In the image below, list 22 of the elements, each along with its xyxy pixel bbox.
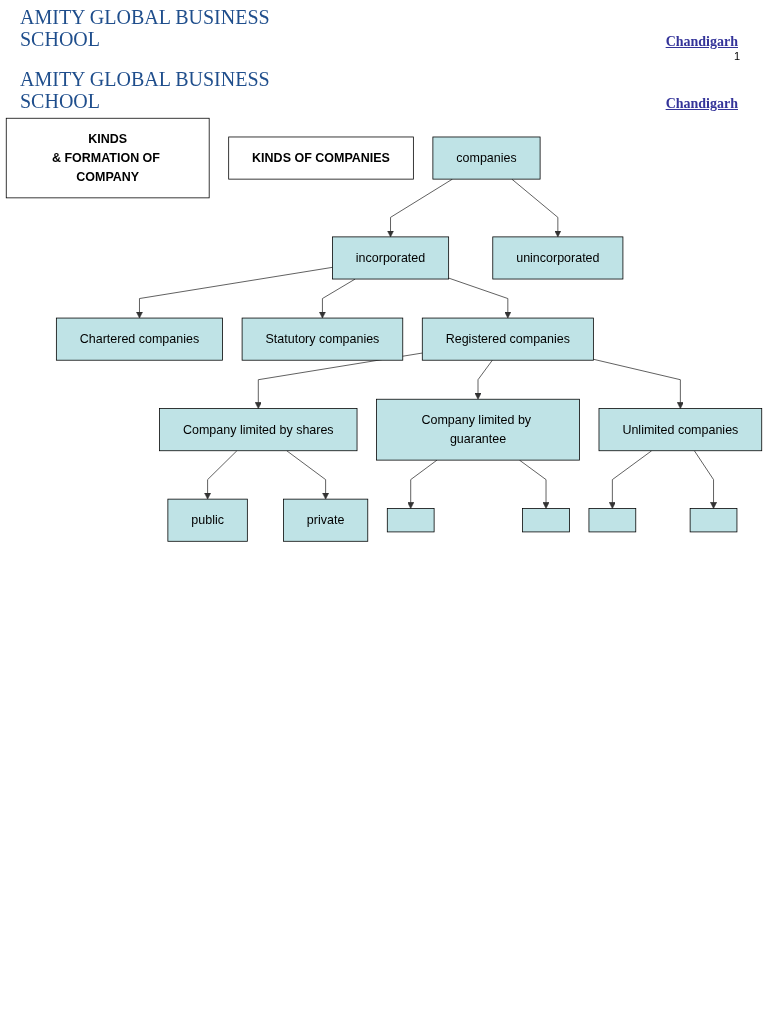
- node-box: Company limited by guarantee: [376, 398, 580, 461]
- node-box: incorporated: [332, 236, 450, 280]
- city-name: Chandigarh: [665, 96, 738, 112]
- node-box: KINDS & FORMATION OF COMPANY: [5, 117, 210, 199]
- node-box: public: [167, 498, 248, 542]
- node-box: companies: [432, 136, 541, 180]
- city-name: Chandigarh: [665, 34, 738, 50]
- school-name: AMITY GLOBAL BUSINESS SCHOOL: [20, 6, 271, 50]
- node-box: [386, 508, 435, 533]
- school-name: AMITY GLOBAL BUSINESS SCHOOL: [20, 68, 271, 112]
- node-box: KINDS OF COMPANIES: [228, 136, 414, 180]
- node-box: [522, 508, 570, 533]
- page-number: 1: [733, 50, 740, 62]
- node-box: [689, 508, 738, 533]
- node-box: private: [283, 498, 369, 542]
- node-box: unincorporated: [492, 236, 624, 280]
- node-box: [588, 508, 637, 533]
- node-box: Statutory companies: [241, 317, 404, 361]
- node-box: Registered companies: [421, 317, 594, 361]
- node-box: Company limited by shares: [159, 408, 358, 452]
- node-box: Chartered companies: [55, 317, 223, 361]
- node-box: Unlimited companies: [598, 408, 763, 452]
